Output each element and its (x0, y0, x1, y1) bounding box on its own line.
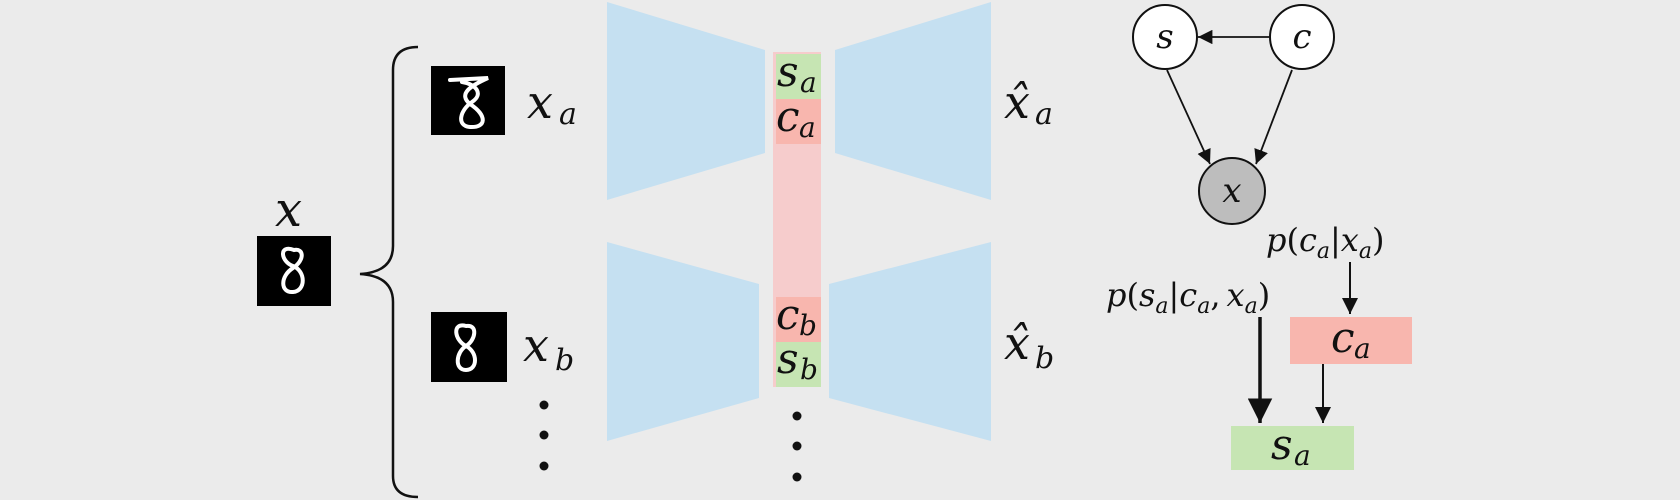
svg-text:s: s (777, 334, 799, 383)
graph-node-s: s (1132, 4, 1198, 70)
output-xa-hat-label: x̂ a (1004, 75, 1053, 132)
decoder-b (829, 242, 991, 441)
svg-text:a: a (1294, 439, 1311, 472)
posterior-ca-box (1290, 317, 1412, 364)
svg-text:x: x (527, 75, 553, 129)
latent-cb-label: c b (776, 290, 817, 342)
svg-text:x: x (1222, 171, 1241, 211)
svg-text:a: a (800, 66, 817, 99)
input-digit-tile-x (257, 236, 331, 306)
latent-cb-box (776, 297, 821, 342)
input-x-label: x (275, 182, 302, 238)
edge-s-to-x (1166, 69, 1211, 165)
posterior-s-given-c-x-label: p(sa|ca,xa) (1106, 276, 1270, 319)
svg-text:s: s (777, 47, 799, 96)
posterior-c-given-x-label: p(ca|xa) (1266, 221, 1384, 264)
svg-text:x̂: x̂ (1004, 316, 1030, 370)
svg-text:x: x (523, 318, 549, 372)
svg-text:c: c (776, 290, 800, 339)
svg-text:b: b (800, 353, 818, 386)
decoder-a (835, 2, 991, 200)
svg-text:a: a (1354, 332, 1371, 365)
svg-text:c: c (776, 92, 800, 141)
input-digit-tile-xa (431, 66, 505, 135)
svg-text:a: a (559, 97, 577, 132)
latent-ca-label: c a (776, 92, 816, 144)
svg-text:b: b (555, 343, 574, 378)
input-xb-label: x b (523, 318, 574, 378)
left-curly-brace-icon (359, 45, 419, 499)
svg-text:p(sa|ca,xa): p(sa|ca,xa) (1106, 276, 1270, 319)
svg-text:s: s (1271, 420, 1293, 469)
graph-node-x-observed: x (1198, 157, 1266, 225)
mnist-digit-eight-icon (454, 323, 477, 373)
svg-text:c: c (1292, 17, 1311, 57)
svg-text:c: c (1331, 313, 1355, 362)
vertical-ellipsis-icon (539, 400, 549, 471)
latent-sa-box (776, 54, 821, 99)
graph-node-c: c (1269, 4, 1335, 70)
svg-text:b: b (1035, 341, 1054, 376)
svg-text:a: a (1035, 97, 1053, 132)
vertical-ellipsis-icon (792, 411, 802, 482)
mnist-digit-eight-icon (281, 246, 305, 294)
svg-text:s: s (1156, 17, 1173, 57)
latent-sb-box (776, 342, 821, 387)
input-digit-tile-xb (431, 312, 507, 382)
edge-c-to-x (1254, 69, 1293, 165)
latent-sa-label: s a (777, 47, 817, 99)
svg-text:p(ca|xa): p(ca|xa) (1266, 221, 1384, 264)
output-xb-hat-label: x̂ b (1004, 316, 1054, 376)
input-xa-label: x a (527, 75, 577, 132)
svg-text:x̂: x̂ (1004, 75, 1030, 129)
mnist-digit-eight-icon (448, 76, 489, 130)
latent-ca-box (776, 99, 821, 144)
encoder-a (607, 2, 765, 200)
svg-text:a: a (799, 111, 816, 144)
svg-text:b: b (799, 309, 817, 342)
posterior-sa-label: s a (1271, 420, 1311, 472)
encoder-b (607, 242, 759, 441)
posterior-ca-label: c a (1331, 313, 1371, 365)
posterior-sa-box (1231, 426, 1354, 470)
latent-sb-label: s b (777, 334, 818, 386)
